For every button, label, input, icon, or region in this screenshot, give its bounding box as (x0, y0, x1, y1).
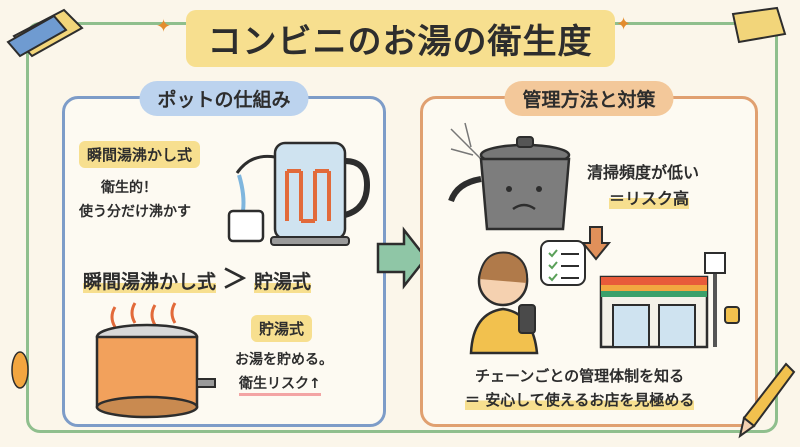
tape-decoration-icon (731, 6, 787, 44)
title-area: コンビニのお湯の衛生度 (0, 10, 800, 67)
storage-text-2: 衛生リスク↑ (239, 373, 321, 396)
convenience-store-icon (599, 252, 740, 349)
management-panel-label: 管理方法と対策 (504, 81, 674, 116)
conclusion-text-1: チェーンごとの管理体制を知る (475, 367, 685, 385)
management-panel: 管理方法と対策 清掃頻度が低い ＝リスク高 チェーンご (420, 81, 758, 427)
right-arrow-icon (376, 226, 428, 290)
pencil-icon (738, 362, 796, 439)
comparison-symbol: ＞ (222, 265, 249, 295)
electric-kettle-icon (227, 141, 371, 246)
dirty-pot-icon (448, 122, 571, 231)
storage-tag: 貯湯式 (251, 315, 313, 342)
risk-text-1: 清掃頻度が低い (587, 163, 700, 182)
mechanism-panel-label: ポットの仕組み (139, 81, 309, 116)
leaf-decoration-icon (11, 351, 29, 389)
comparison-row: 瞬間湯沸かし式＞貯湯式 (83, 259, 312, 296)
instant-heater-text-2: 使う分だけ沸かす (79, 204, 191, 220)
mechanism-panel: ポットの仕組み 瞬間湯沸かし式 衛生的！ 使う分だけ沸かす 瞬間湯沸かし式＞貯湯… (62, 81, 386, 427)
page-title: コンビニのお湯の衛生度 (185, 10, 615, 67)
woman-with-smartphone-icon (469, 240, 586, 355)
instant-heater-text-1: 衛生的！ (101, 180, 157, 196)
hot-water-tank-icon (95, 302, 216, 419)
tape-decoration-icon (6, 8, 84, 58)
comparison-left: 瞬間湯沸かし式 (83, 271, 217, 293)
sparkle-icon: ✦ (616, 14, 632, 35)
storage-text-1: お湯を貯める。 (235, 352, 333, 368)
risk-text-2: ＝リスク高 (609, 185, 690, 209)
down-arrow-icon (581, 226, 611, 261)
instant-heater-tag: 瞬間湯沸かし式 (79, 141, 201, 168)
conclusion-text-2: ＝ 安心して使えるお店を見極める (465, 389, 695, 410)
comparison-right: 貯湯式 (254, 271, 312, 293)
sparkle-icon: ✦ (156, 16, 172, 37)
